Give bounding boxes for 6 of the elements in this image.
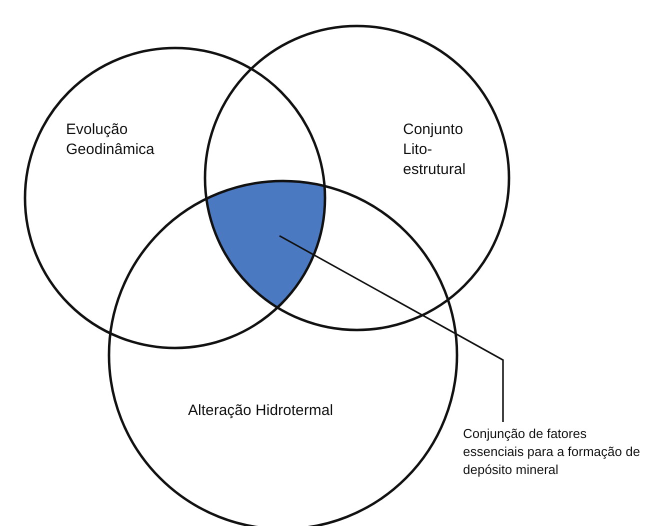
leader-line xyxy=(279,235,504,422)
overlap-region xyxy=(206,181,325,308)
circle-label: Conjunto Lito-estrutural xyxy=(403,120,467,180)
circle-label: Evolução Geodinâmica xyxy=(66,120,156,160)
circle-label: Alteração Hidrotermal xyxy=(188,401,334,421)
annotation-text: Conjunção de fatores essenciais para a formação de depósito mineral xyxy=(463,425,649,479)
